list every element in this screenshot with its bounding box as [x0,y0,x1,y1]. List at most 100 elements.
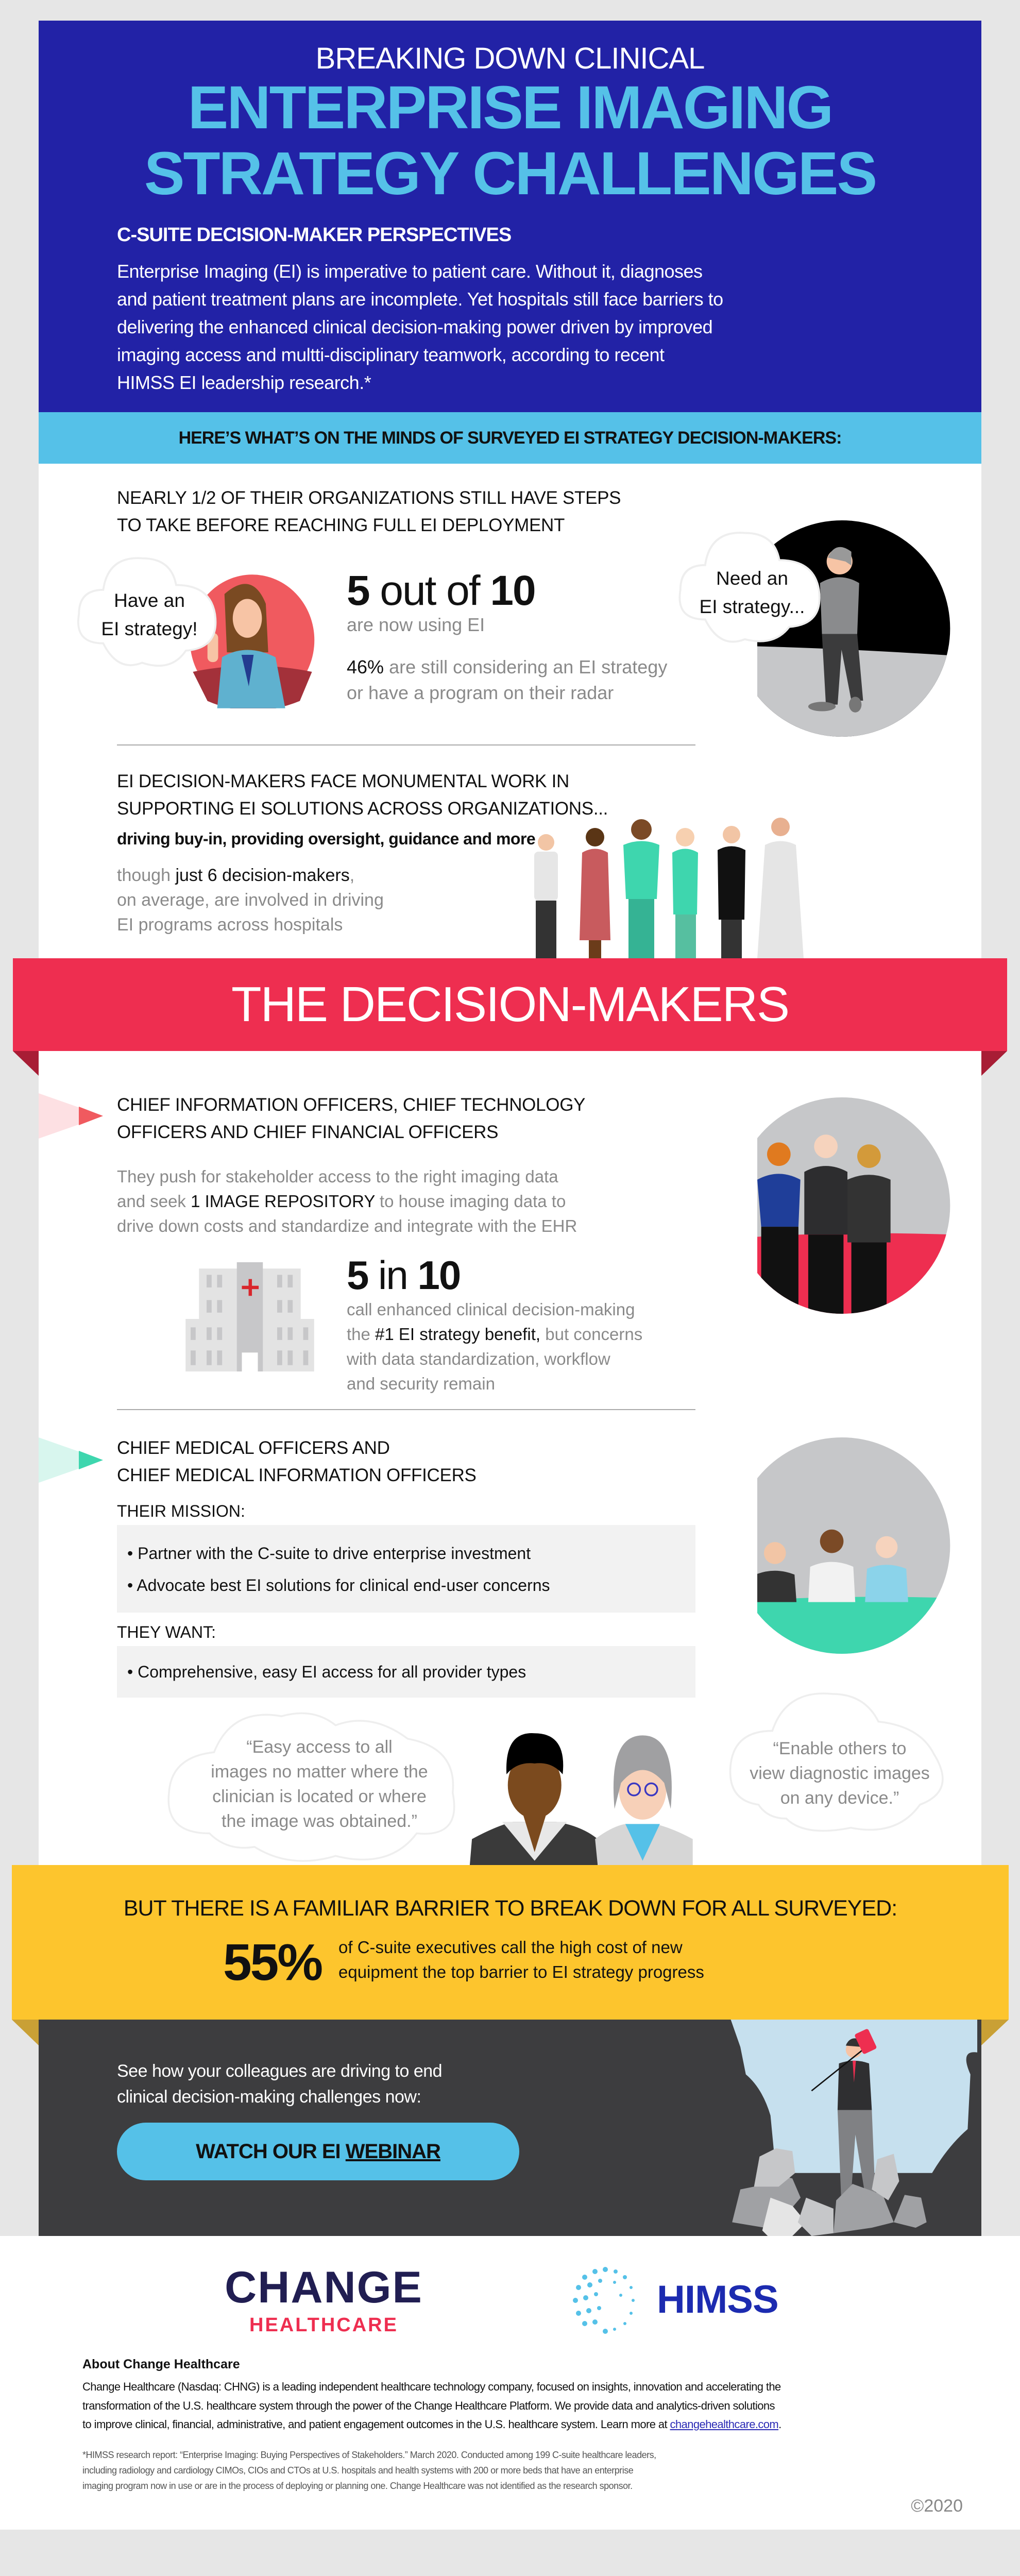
banner-fold-left [13,1051,39,1076]
text-line: call enhanced clinical decision-making [347,1300,635,1319]
heading-line: OFFICERS AND CHIEF FINANCIAL OFFICERS [117,1122,499,1142]
breaking-barrier-illustration [730,2020,978,2236]
divider [117,744,695,745]
mission-label: THEIR MISSION: [117,1502,245,1520]
text-line: clinical decision-making challenges now: [117,2087,421,2107]
workload-section: EI DECISION-MAKERS FACE MONUMENTAL WORK … [0,752,1020,958]
footer: CHANGE HEALTHCARE HIMSS About Change Hea… [0,2236,1020,2530]
himss-logo-text: HIMSS [657,2278,779,2321]
heading-line: SUPPORTING EI SOLUTIONS ACROSS ORGANIZAT… [117,799,608,819]
executives-group-illustration [757,1097,950,1314]
header-panel: BREAKING DOWN CLINICAL ENTERPRISE IMAGIN… [39,21,981,412]
text-part: but concerns [540,1325,643,1344]
about-heading: About Change Healthcare [82,2357,240,2371]
pct-text: are still considering an EI strategy [384,656,668,677]
text-line: equipment the top barrier to EI strategy… [338,1962,704,1981]
thumbs-up-woman-illustration [190,574,315,708]
intro-line: Enterprise Imaging (EI) is imperative to… [117,261,703,282]
intro-paragraph: Enterprise Imaging (EI) is imperative to… [117,258,723,397]
top-margin [0,0,1020,21]
stat-connector: out of [369,567,490,614]
heading-line: TO TAKE BEFORE REACHING FULL EI DEPLOYME… [117,515,565,535]
quote-line: view diagnostic images [750,1764,930,1783]
banner-fold-right [981,1051,1007,1076]
logo-change-text: CHANGE [225,2263,423,2312]
text-part: though [117,866,176,885]
clinicians-illustration [469,1733,693,1865]
stat-five-of-ten: 5 out of 10 [347,567,536,615]
text-part: , [349,866,355,885]
workload-text: though just 6 decision-makers, on averag… [117,863,384,937]
copyright: ©2020 [911,2496,963,2516]
text-line: and security remain [347,1374,495,1393]
about-paragraph: Change Healthcare (Nasdaq: CHNG) is a le… [82,2378,781,2434]
six-decision-makers-illustration [534,818,804,958]
webinar-link[interactable]: WEBINAR [345,2140,441,2163]
decision-makers-banner: THE DECISION-MAKERS [13,958,1007,1051]
text-line: of C-suite executives call the high cost… [338,1938,683,1957]
quote-line: “Easy access to all [246,1737,393,1757]
subtitle: C-SUITE DECISION-MAKER PERSPECTIVES [117,224,512,246]
barrier-heading: BUT THERE IS A FAMILIAR BARRIER TO BREAK… [123,1896,897,1921]
stat-number: 5 [347,567,370,614]
quote-line: images no matter where the [211,1762,428,1782]
cloud-text: Need an [716,568,788,589]
banner-section: THE DECISION-MAKERS [0,958,1020,1077]
divider [117,1409,695,1410]
change-healthcare-logo: CHANGE HEALTHCARE [225,2263,423,2336]
cloud-text: EI strategy! [101,618,198,639]
heading-line: CHIEF MEDICAL INFORMATION OFFICERS [117,1465,477,1485]
intro-band: HERE’S WHAT’S ON THE MINDS OF SURVEYED E… [39,412,981,464]
cloud-text: EI strategy... [699,596,805,617]
stat-denominator: 10 [490,567,536,614]
barrier-text: of C-suite executives call the high cost… [338,1935,704,1985]
thought-cloud-have-strategy: Have an EI strategy! [70,546,229,675]
heading-line: CHIEF INFORMATION OFFICERS, CHIEF TECHNO… [117,1095,586,1115]
cta-text: See how your colleagues are driving to e… [117,2058,443,2110]
changehealthcare-link[interactable]: changehealthcare.com [670,2418,779,2431]
cta-section: See how your colleagues are driving to e… [0,2020,1020,2236]
stat-connector: in [368,1252,418,1298]
intro-line: delivering the enhanced clinical decisio… [117,316,713,337]
quote-cloud-easy-access: “Easy access to all images no matter whe… [155,1703,484,1868]
intro-line: and patient treatment plans are incomple… [117,289,723,310]
intro-line: HIMSS EI leadership research.* [117,372,371,393]
quote-line: clinician is located or where [212,1787,427,1806]
deployment-section: NEARLY 1/2 OF THEIR ORGANIZATIONS STILL … [0,464,1020,752]
footnote-line: *HIMSS research report: “Enterprise Imag… [82,2450,656,2460]
intro-line: imaging access and multti-disciplinary t… [117,344,665,365]
footnote-line: imaging program now in use or are in the… [82,2481,633,2491]
quote-cloud-any-device: “Enable others to view diagnostic images… [721,1685,958,1839]
want-item: • Comprehensive, easy EI access for all … [127,1663,526,1681]
stat-five-in-ten: 5 in 10 [347,1252,461,1299]
mission-box: • Partner with the C-suite to drive ente… [117,1525,695,1613]
stat-number: 5 [347,1252,369,1298]
stat-denominator: 10 [417,1252,461,1298]
title-line: STRATEGY CHALLENGES [144,140,877,208]
cio-heading: CHIEF INFORMATION OFFICERS, CHIEF TECHNO… [117,1091,585,1146]
pct-text: or have a program on their radar [347,682,614,703]
quote-line: “Enable others to [773,1739,907,1758]
text-line: on average, are involved in driving [117,890,384,910]
button-label: WATCH OUR EI [196,2140,346,2163]
himss-dots-icon [573,2267,635,2334]
heading-line: CHIEF MEDICAL OFFICERS AND [117,1438,390,1458]
pct-statement: 46% are still considering an EI strategy… [347,654,667,706]
text-line: They push for stakeholder access to the … [117,1167,558,1186]
highlight-text: just 6 decision-makers [175,866,350,885]
stat-caption: are now using EI [347,614,485,635]
thinking-man-illustration [757,520,950,737]
mission-item: • Advocate best EI solutions for clinica… [127,1576,550,1595]
pct-value: 46% [347,656,384,677]
cio-stat-text: call enhanced clinical decision-making t… [347,1297,642,1396]
header-section: BREAKING DOWN CLINICAL ENTERPRISE IMAGIN… [0,21,1020,412]
cmo-section: CHIEF MEDICAL OFFICERS AND CHIEF MEDICAL… [0,1417,1020,1865]
yellow-fold-right [981,2020,1009,2045]
watch-webinar-button[interactable]: WATCH OUR EI WEBINAR [117,2123,519,2180]
yellow-fold-left [12,2020,39,2045]
about-line: to improve clinical, financial, administ… [82,2418,670,2431]
footnote-line: including radiology and cardiology CIMOs… [82,2465,634,2476]
physicians-group-illustration [757,1437,950,1654]
highlight-text: #1 EI strategy benefit, [375,1325,541,1344]
highlight-text: 1 IMAGE REPOSITORY [191,1192,375,1211]
